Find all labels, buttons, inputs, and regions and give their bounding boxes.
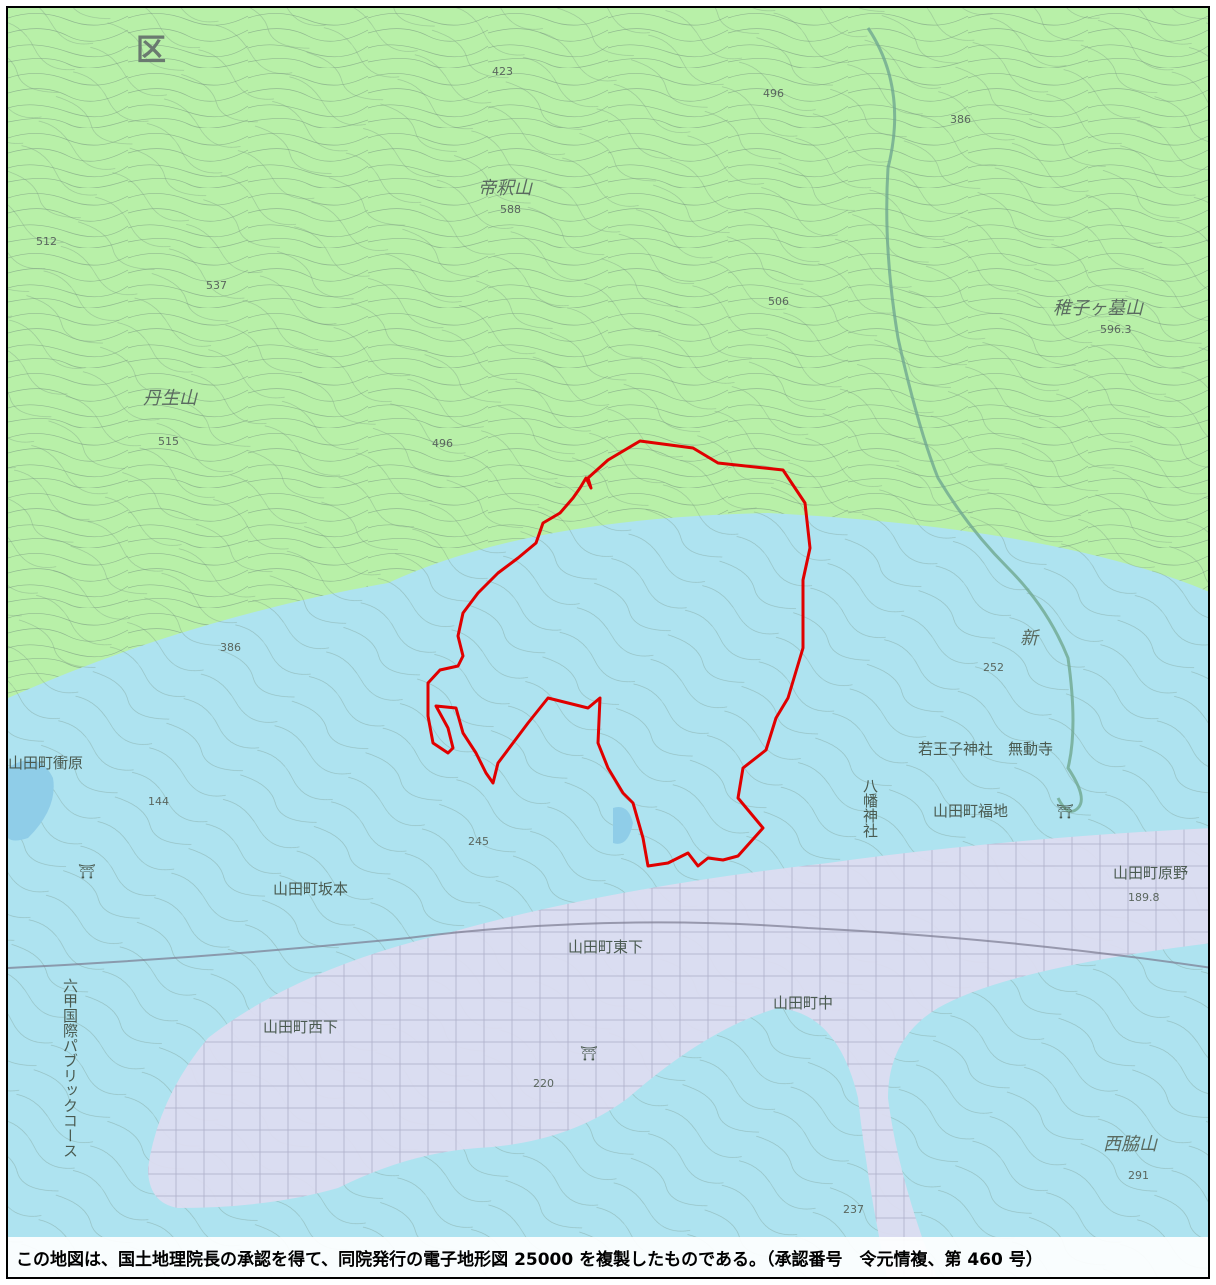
survey-boundary	[426, 439, 812, 868]
ward-label: 区	[136, 33, 166, 68]
shimotani-label: 山田町衝原	[8, 754, 84, 772]
elevation-label: 189.8	[1128, 891, 1160, 904]
elevation-label: 237	[843, 1203, 864, 1216]
rokko-golf-label: 六甲国際パブリックコース	[61, 978, 79, 1158]
svg-text:⛩: ⛩	[78, 864, 96, 880]
river	[866, 27, 1083, 813]
reservoir	[613, 807, 633, 844]
svg-text:⛩: ⛩	[1056, 804, 1074, 820]
map-frame: ⛩ ⛩ ⛩ 区 帝釈山 丹生山 稚子ヶ墓山 西脇山 新 若王子神社 無動寺 山田…	[6, 6, 1210, 1279]
mt-chigo-label: 稚子ヶ墓山	[1053, 298, 1143, 319]
reservoir	[8, 760, 54, 841]
copyright-caption: この地図は、国土地理院長の承認を得て、同院発行の電子地形図 25000 を複製し…	[8, 1237, 1208, 1277]
shinko-label: 新	[1020, 628, 1038, 649]
elevation-label: 291	[1128, 1169, 1149, 1182]
elevation-label: 386	[950, 113, 971, 126]
harano-label: 山田町原野	[1113, 864, 1189, 882]
mt-taishaku-label: 帝釈山	[478, 178, 532, 199]
elevation-label: 515	[158, 435, 179, 448]
sakamoto-label: 山田町坂本	[273, 880, 349, 898]
mudoji-label: 無動寺	[1008, 740, 1054, 758]
elevation-label: 512	[36, 235, 57, 248]
map-canvas: ⛩ ⛩ ⛩	[8, 8, 1208, 1277]
elevation-label: 386	[220, 641, 241, 654]
elevation-label: 537	[206, 279, 227, 292]
hachiman-label: 八幡神社	[861, 778, 879, 838]
elevation-label: 496	[432, 437, 453, 450]
higashishita-label: 山田町東下	[568, 938, 644, 956]
mt-nyu-label: 丹生山	[143, 388, 197, 409]
elevation-label: 506	[768, 295, 789, 308]
nakano-label: 山田町中	[773, 994, 834, 1012]
road	[8, 921, 1208, 969]
elevation-label: 423	[492, 65, 513, 78]
elevation-label: 496	[763, 87, 784, 100]
mt-nishiwaki-label: 西脇山	[1103, 1134, 1157, 1155]
fukuchi-label: 山田町福地	[933, 802, 1009, 820]
elevation-label: 588	[500, 203, 521, 216]
nishishita-label: 山田町西下	[263, 1018, 339, 1036]
wakaoji-label: 若王子神社	[918, 740, 994, 758]
elevation-label: 245	[468, 835, 489, 848]
elevation-label: 596.3	[1100, 323, 1132, 336]
elevation-label: 144	[148, 795, 169, 808]
svg-text:⛩: ⛩	[580, 1046, 598, 1062]
elevation-label: 220	[533, 1077, 554, 1090]
elevation-label: 252	[983, 661, 1004, 674]
